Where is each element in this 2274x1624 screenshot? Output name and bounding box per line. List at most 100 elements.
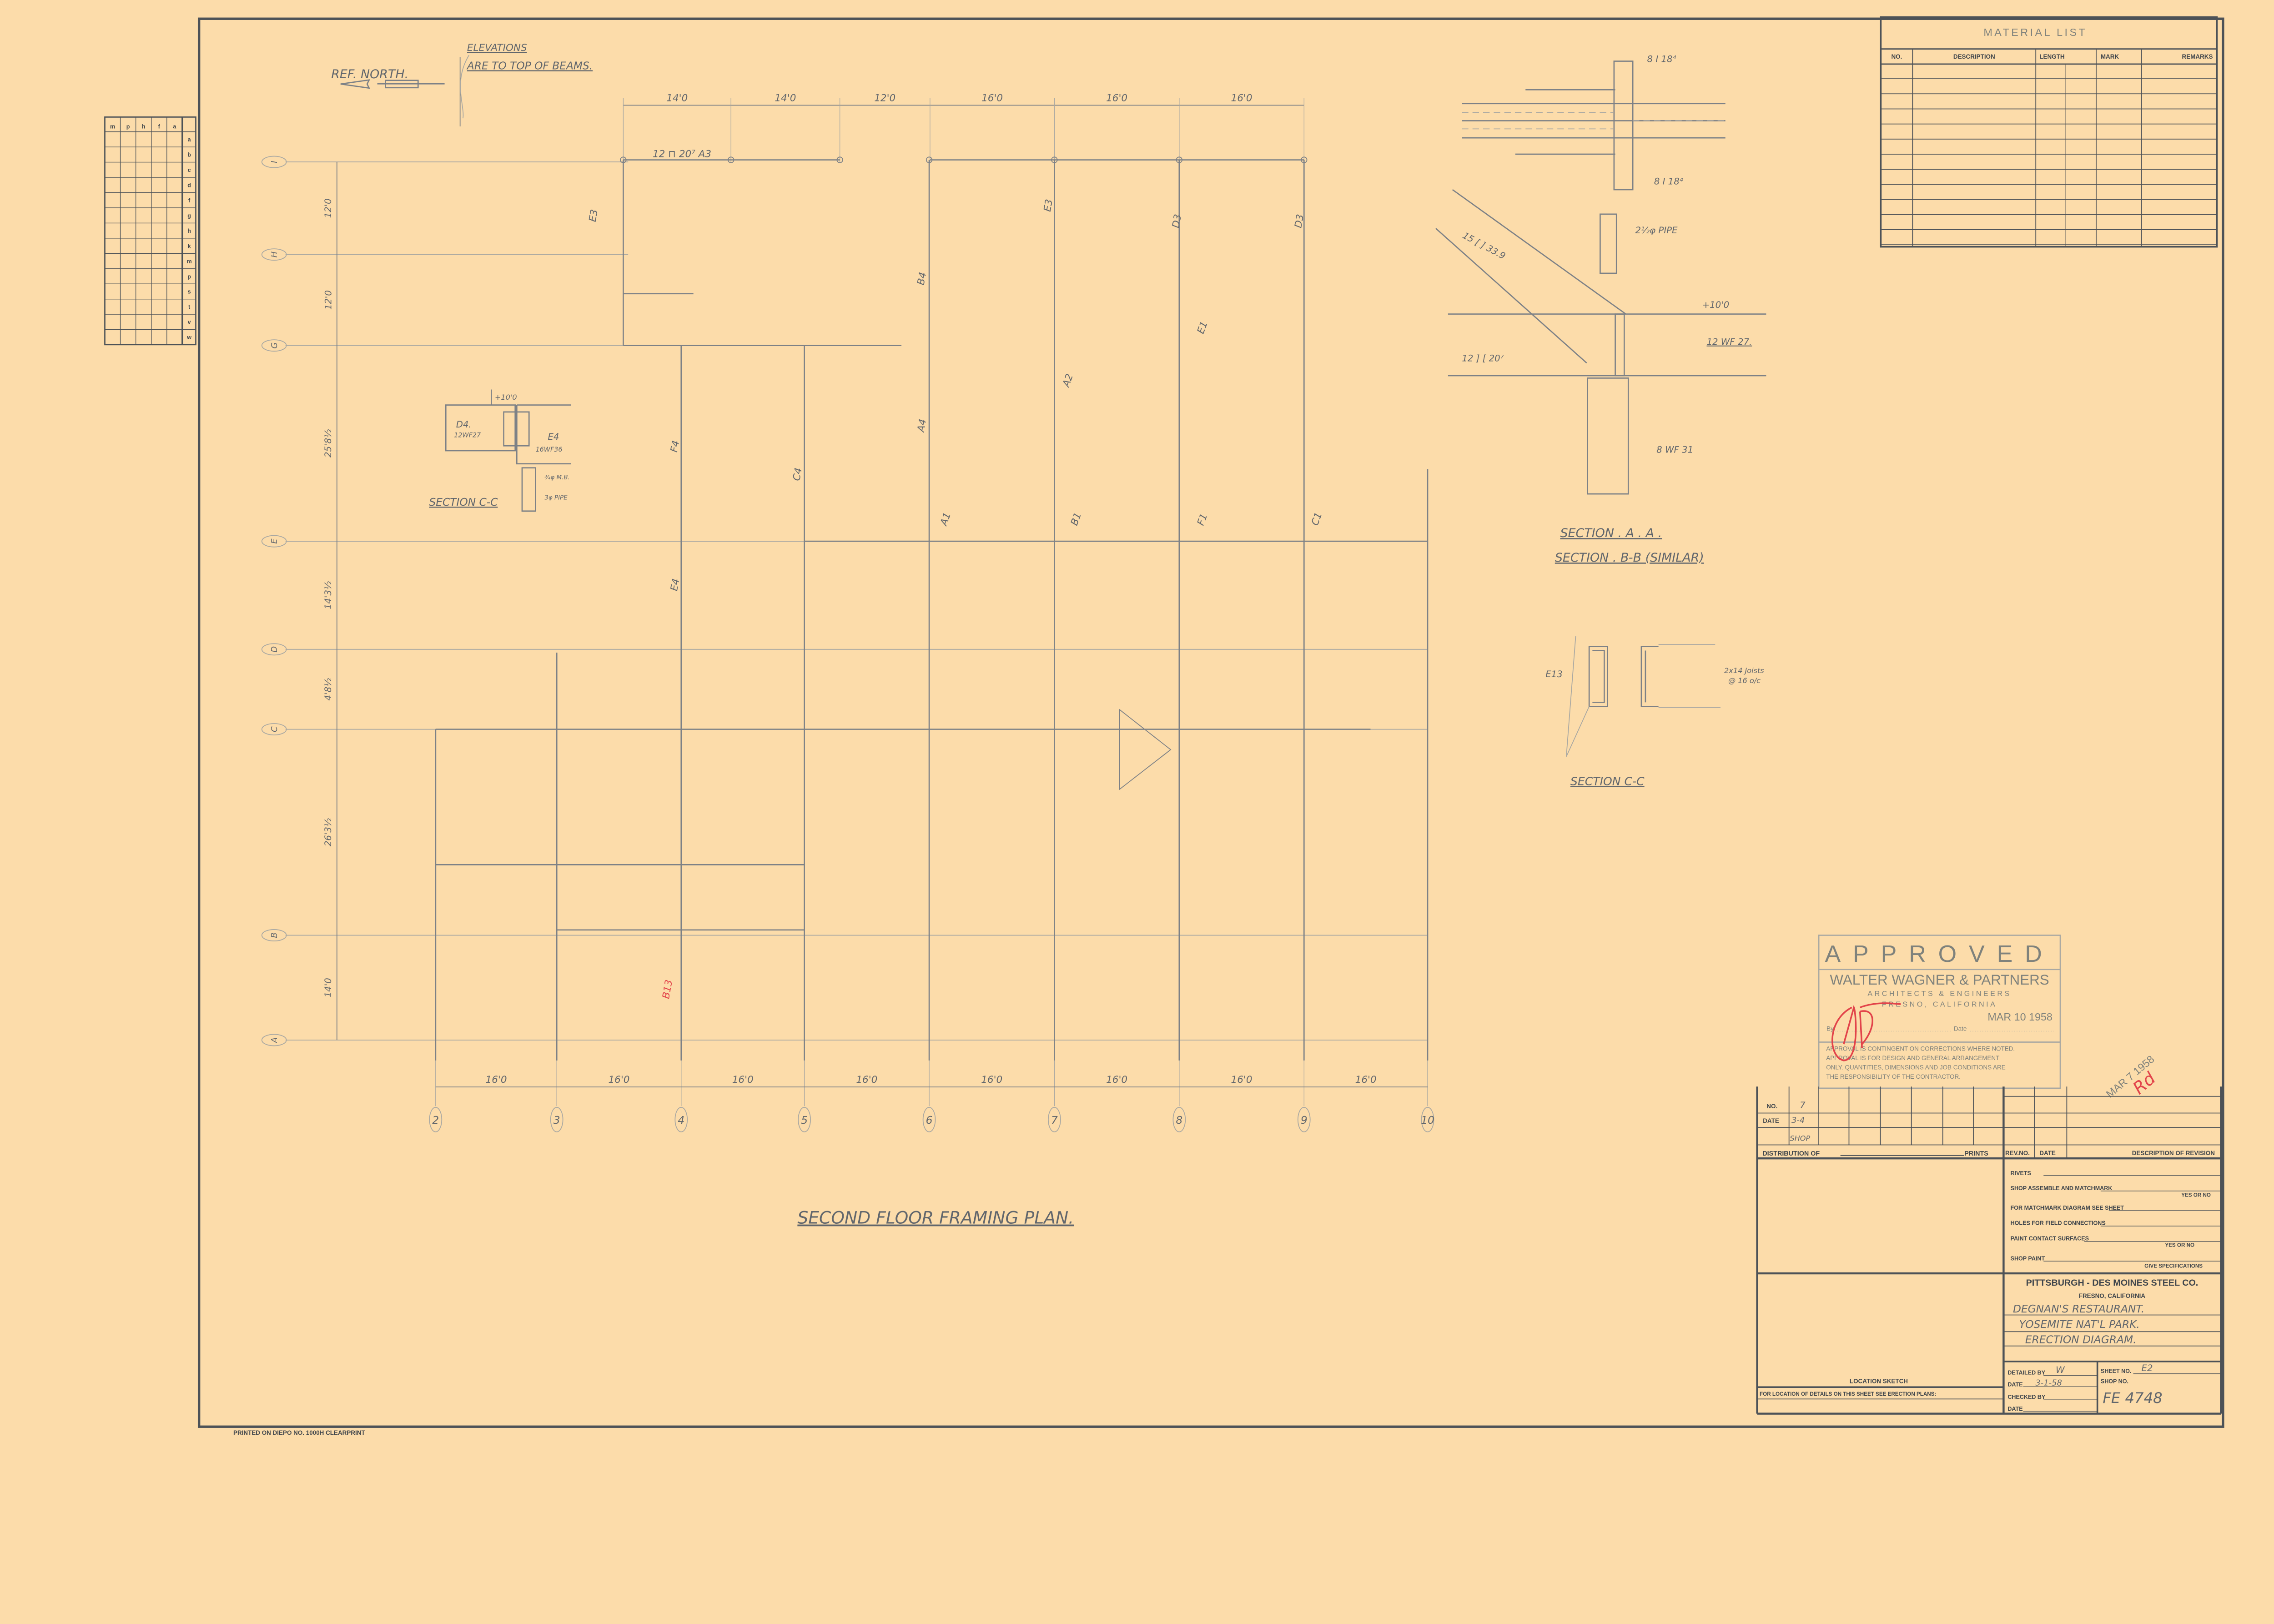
paper-print-note: PRINTED ON DIEPO NO. 1000H CLEARPRINT [233, 1429, 365, 1436]
section-cc-left-d4: D4. [456, 419, 472, 430]
tb-yes-no-2: YES OR NO [2165, 1242, 2194, 1248]
column-node [1301, 156, 1308, 163]
tb-shop-no: FE 4748 [2103, 1389, 2162, 1407]
received-stamp: MAR 7 1958 Rd [2104, 1053, 2160, 1100]
tb-holes: HOLES FOR FIELD CONNECTIONS [2011, 1220, 2106, 1226]
drawing-canvas: PRINTED ON DIEPO NO. 1000H CLEARPRINT IH… [104, 16, 2224, 1436]
bottom-dimension: 16'0 [608, 1074, 629, 1086]
approver-subtitle: ARCHITECTS & ENGINEERS [1867, 990, 2011, 998]
section-aa-detail: 8 I 18⁴ 8 I 18⁴ 2½φ PIPE 15 [ ] 33.9 12 … [1435, 54, 1766, 565]
approval-date: MAR 10 1958 [1987, 1011, 2052, 1023]
top-dimension: 16'0 [981, 92, 1003, 104]
tb-rev-no: REV.NO. [2005, 1150, 2030, 1156]
symbol-table-header: m [110, 124, 115, 130]
grid-bubble-column [674, 1107, 688, 1132]
left-dimension: 14'3½ [323, 581, 333, 609]
north-label: REF. NORTH. [331, 67, 408, 81]
grid-bubble-row [261, 929, 287, 941]
bottom-dimension: 16'0 [1106, 1074, 1127, 1086]
grid-bubble-row-label: G [270, 342, 279, 349]
grid-bubble-row-label: H [270, 251, 279, 257]
material-col-length: LENGTH [2039, 53, 2064, 60]
sheet-border [197, 17, 2224, 1428]
member-mark: A4 [915, 418, 929, 433]
material-col-description: DESCRIPTION [1953, 53, 1995, 60]
tb-shop-note: SHOP [1790, 1134, 1810, 1143]
tb-shop-no-label: SHOP NO. [2101, 1378, 2128, 1384]
symbol-table-row-label: k [188, 243, 191, 249]
top-dimension: 14'0 [666, 92, 688, 104]
plan-title: SECOND FLOOR FRAMING PLAN. [797, 1208, 1074, 1228]
tb-detailed-by: W [2056, 1365, 2065, 1375]
symbol-table-row-label: c [188, 167, 191, 173]
member-mark: 12 ⊓ 20⁷ A3 [653, 148, 711, 160]
grid-bubble-row [261, 339, 287, 352]
tb-date2-label: DATE [2007, 1381, 2022, 1388]
title-block: NO. 7 DATE 3-4 SHOP DISTRIBUTION OF PRIN… [1756, 1086, 2222, 1415]
approver-firm: WALTER WAGNER & PARTNERS [1830, 972, 2049, 988]
approval-note-1: APPROVAL IS CONTINGENT ON CORRECTIONS WH… [1826, 1045, 2015, 1052]
member-mark: D3 [1293, 213, 1306, 229]
section-cc-left-e4: E4 [548, 432, 559, 442]
column-node [727, 156, 735, 163]
tb-project-1: DEGNAN'S RESTAURANT. [2013, 1303, 2144, 1315]
grid-bubble-column-label: 7 [1051, 1114, 1058, 1126]
tb-project-2: YOSEMITE NAT'L PARK. [2019, 1318, 2139, 1331]
grid-bubble-row [261, 156, 287, 168]
member-mark: F1 [1195, 512, 1210, 527]
grid-bubble-row-label: E [270, 538, 279, 544]
section-cc-left-detail: +10'0 D4. 12WF27 E4 16WF36 ¾φ M.B. 3φ PI… [429, 389, 571, 512]
left-dimension: 12'0 [323, 290, 333, 310]
member-mark: E3 [1042, 198, 1055, 212]
beam-elevation: +10'0 [1702, 300, 1730, 310]
grid-bubble-column [550, 1107, 563, 1132]
elevations-note-2: ARE TO TOP OF BEAMS. [466, 60, 593, 72]
symbol-table-row-label: b [187, 152, 191, 158]
column-node [836, 156, 843, 163]
grid-bubble-column [1048, 1107, 1061, 1132]
member-mark: E3 [587, 209, 600, 223]
symbol-table-row-label: m [187, 258, 192, 265]
left-dimension: 25'8½ [323, 429, 333, 458]
bottom-dimension: 16'0 [486, 1074, 507, 1086]
top-dimension: 16'0 [1231, 92, 1253, 104]
member-mark: D3 [1170, 213, 1184, 229]
grid-bubble-column-label: 5 [801, 1114, 808, 1126]
pipe-size: 2½φ PIPE [1635, 225, 1678, 236]
left-dimension: 12'0 [323, 198, 333, 218]
tb-no-value: 7 [1800, 1100, 1806, 1111]
bottom-dimension: 16'0 [981, 1074, 1002, 1086]
grid-bubble-column-label: 6 [926, 1114, 933, 1126]
member-mark: C4 [791, 467, 805, 482]
tb-sheet-no-label: SHEET NO. [2101, 1368, 2132, 1374]
grid-bubble-column [922, 1107, 936, 1132]
symbol-table-header: f [158, 124, 161, 130]
section-aa-title: SECTION . A . A . [1560, 526, 1662, 540]
tb-sheet-no: E2 [2142, 1363, 2153, 1373]
left-dimension: 14'0 [323, 978, 333, 997]
top-dimension: 12'0 [874, 92, 896, 104]
material-col-remarks: REMARKS [2182, 53, 2213, 60]
grid-bubble-row-label: C [270, 726, 279, 732]
bottom-dimension: 16'0 [856, 1074, 877, 1086]
approval-stamp: APPROVED WALTER WAGNER & PARTNERS ARCHIT… [1818, 935, 2061, 1089]
grid-bubble-column-label: 9 [1301, 1114, 1308, 1126]
tb-matchmark-diagram: FOR MATCHMARK DIAGRAM SEE SHEET [2011, 1205, 2124, 1211]
tb-checked-by-label: CHECKED BY [2007, 1394, 2046, 1400]
approval-date-label: Date [1954, 1025, 1967, 1032]
grid-bubble-column-label: 2 [432, 1114, 439, 1126]
symbol-table-row-label: h [187, 228, 191, 234]
left-beam-size: 12 ] [ 20⁷ [1462, 353, 1504, 364]
bottom-dimension: 16'0 [1231, 1074, 1253, 1086]
member-mark: B4 [916, 271, 929, 286]
approved-title: APPROVED [1825, 941, 2054, 967]
elevations-note-1: ELEVATIONS [467, 42, 527, 54]
right-beam-size: 12 WF 27. [1706, 337, 1752, 347]
grid-bubble-column-label: 4 [678, 1114, 684, 1126]
grid-bubble-column-label: 3 [553, 1114, 560, 1126]
symbol-table-header: h [142, 124, 146, 130]
grid-bubble-row [261, 535, 287, 548]
approval-by-label: By [1826, 1025, 1834, 1032]
tb-project-3: ERECTION DIAGRAM. [2025, 1333, 2137, 1346]
tb-rev-description: DESCRIPTION OF REVISION [2132, 1150, 2215, 1156]
